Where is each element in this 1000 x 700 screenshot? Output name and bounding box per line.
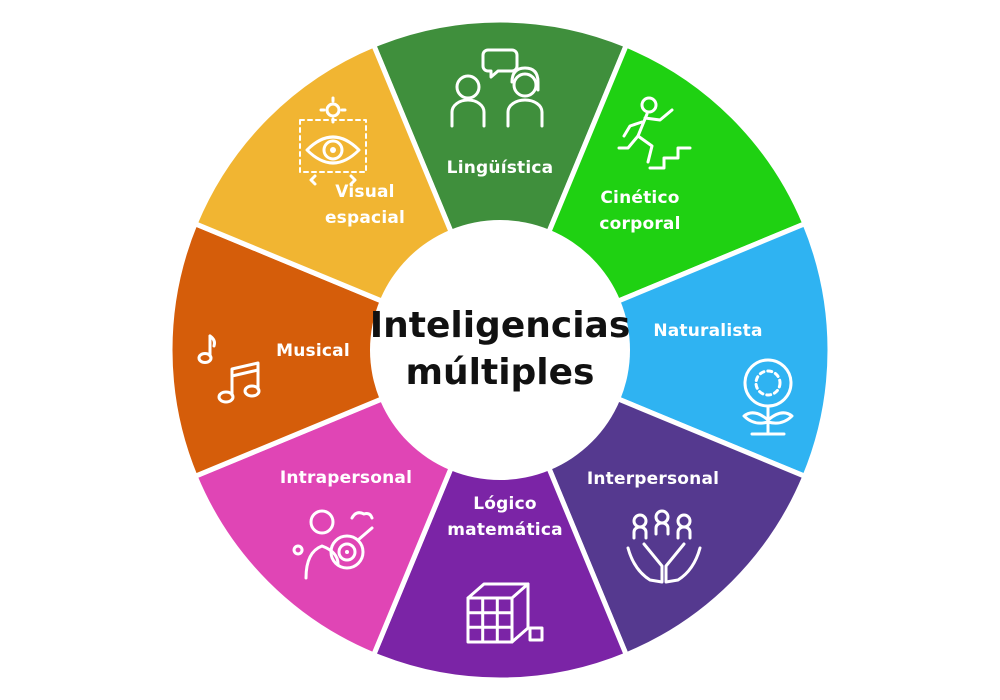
- music-notes-icon: [197, 334, 261, 404]
- label-visual-line-2: espacial: [325, 208, 405, 228]
- center-circle: [370, 220, 630, 480]
- segment-icons: [197, 48, 794, 644]
- label-visual-line-1: Visual: [335, 182, 394, 202]
- label-cinetico-line-2: corporal: [599, 214, 680, 234]
- label-interpersonal: Interpersonal: [587, 469, 719, 489]
- eye-icon: [299, 96, 367, 186]
- sector-linguistica: [370, 17, 630, 357]
- hands-people-icon: [626, 509, 702, 584]
- label-naturalista: Naturalista: [653, 321, 762, 341]
- cube-icon: [466, 582, 544, 644]
- title-line-2: múltiples: [406, 352, 595, 393]
- segment-labels: LingüísticaCinéticocorporalNaturalistaIn…: [276, 158, 762, 540]
- label-musical: Musical: [276, 341, 350, 361]
- people-talking-icon: [450, 48, 544, 128]
- label-logico-line-2: matemática: [447, 520, 563, 540]
- label-logico-line-1: Lógico: [473, 494, 536, 514]
- title-line-1: Inteligencias: [370, 305, 631, 346]
- label-cinetico-line-1: Cinético: [600, 188, 679, 208]
- person-target-icon: [292, 509, 374, 580]
- flower-icon: [742, 358, 794, 436]
- sector-logico: [370, 343, 630, 683]
- sector-musical: [167, 220, 507, 480]
- label-intrapersonal: Intrapersonal: [280, 468, 412, 488]
- label-linguistica: Lingüística: [447, 158, 554, 178]
- running-person-icon: [617, 96, 692, 170]
